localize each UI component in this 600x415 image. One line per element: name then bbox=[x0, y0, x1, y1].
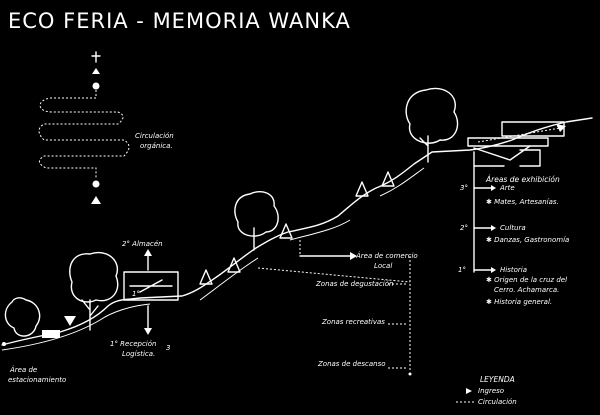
label-recepcion-line1: 1° Recepción bbox=[110, 340, 156, 348]
tree-top bbox=[405, 87, 459, 163]
terrain-profile bbox=[1, 117, 593, 346]
circulation-note-line2: orgánica. bbox=[140, 142, 173, 150]
organic-path bbox=[38, 90, 130, 178]
exhibition-item-detail: ✱ Historia general. bbox=[486, 298, 552, 306]
arrow-up-icon bbox=[144, 249, 152, 256]
legend: LEYENDA Ingreso Circulación bbox=[456, 375, 517, 406]
exhibition-heading: Áreas de exhibición bbox=[485, 175, 560, 184]
label-recepcion-line2: Logística. bbox=[122, 350, 155, 358]
label-zona-degustacion: Zonas de degustación bbox=[315, 280, 393, 288]
tree-small bbox=[4, 297, 41, 337]
exhibition-item-detail: ✱ Mates, Artesanías. bbox=[486, 198, 559, 206]
label-zona-recreativa: Zonas recreativas bbox=[321, 318, 385, 326]
tree-middle bbox=[234, 190, 279, 251]
legend-title: LEYENDA bbox=[480, 375, 515, 384]
building-exhibition bbox=[467, 121, 566, 273]
ingress-arrow-icon bbox=[466, 388, 472, 394]
exhibition-item-num: 2° bbox=[460, 224, 468, 232]
arrow-up-icon bbox=[92, 68, 100, 74]
arrow-down-icon bbox=[144, 328, 152, 335]
page-title: ECO FERIA - MEMORIA WANKA bbox=[8, 9, 351, 33]
exhibition-item-name: Cultura bbox=[500, 224, 526, 232]
arrow-icon bbox=[556, 124, 566, 132]
building-storage: 1° bbox=[123, 249, 179, 335]
arrow-right-icon bbox=[491, 185, 496, 191]
legend-item-ingreso: Ingreso bbox=[478, 387, 504, 395]
label-almacen: 2° Almacén bbox=[122, 240, 163, 248]
svg-text:1°: 1° bbox=[132, 290, 140, 298]
exhibition-item-num: 3° bbox=[460, 184, 468, 192]
terrain-hatching bbox=[1, 167, 425, 351]
label-zona-descanso: Zonas de descanso bbox=[317, 360, 386, 368]
entry-triangle-icon bbox=[64, 316, 76, 326]
legend-item-circulacion: Circulación bbox=[478, 398, 517, 406]
arrow-right-icon bbox=[350, 252, 357, 260]
dot-icon bbox=[2, 342, 6, 346]
arrow-right-icon bbox=[491, 267, 496, 273]
exhibition-item-name: Arte bbox=[499, 184, 515, 192]
dot-icon bbox=[92, 82, 100, 90]
exhibition-item-detail: ✱ Danzas, Gastronomía bbox=[486, 236, 569, 244]
arrow-right-icon bbox=[491, 225, 496, 231]
circulation-symbol: Circulación orgánica. bbox=[38, 51, 174, 204]
exhibition-item-name: Historia bbox=[500, 266, 527, 274]
circulation-note-line1: Circulación bbox=[135, 132, 174, 140]
exhibition-item-detail: ✱ Origen de la cruz del bbox=[486, 276, 567, 284]
label-recepcion-num: 3 bbox=[166, 344, 170, 352]
stall-markers bbox=[199, 171, 395, 285]
vehicle-icon bbox=[42, 330, 60, 338]
triangle-icon bbox=[91, 196, 101, 204]
label-parking-line1: Área de bbox=[9, 365, 37, 374]
tree-left bbox=[69, 251, 119, 331]
label-comercio-line2: Local bbox=[374, 262, 392, 270]
exhibition-item-detail: Cerro. Achamarca. bbox=[494, 286, 559, 294]
label-comercio-line1: Área de comercio bbox=[355, 251, 418, 260]
exhibition-item-num: 1° bbox=[458, 266, 466, 274]
label-parking-line2: estacionamiento bbox=[8, 376, 66, 384]
